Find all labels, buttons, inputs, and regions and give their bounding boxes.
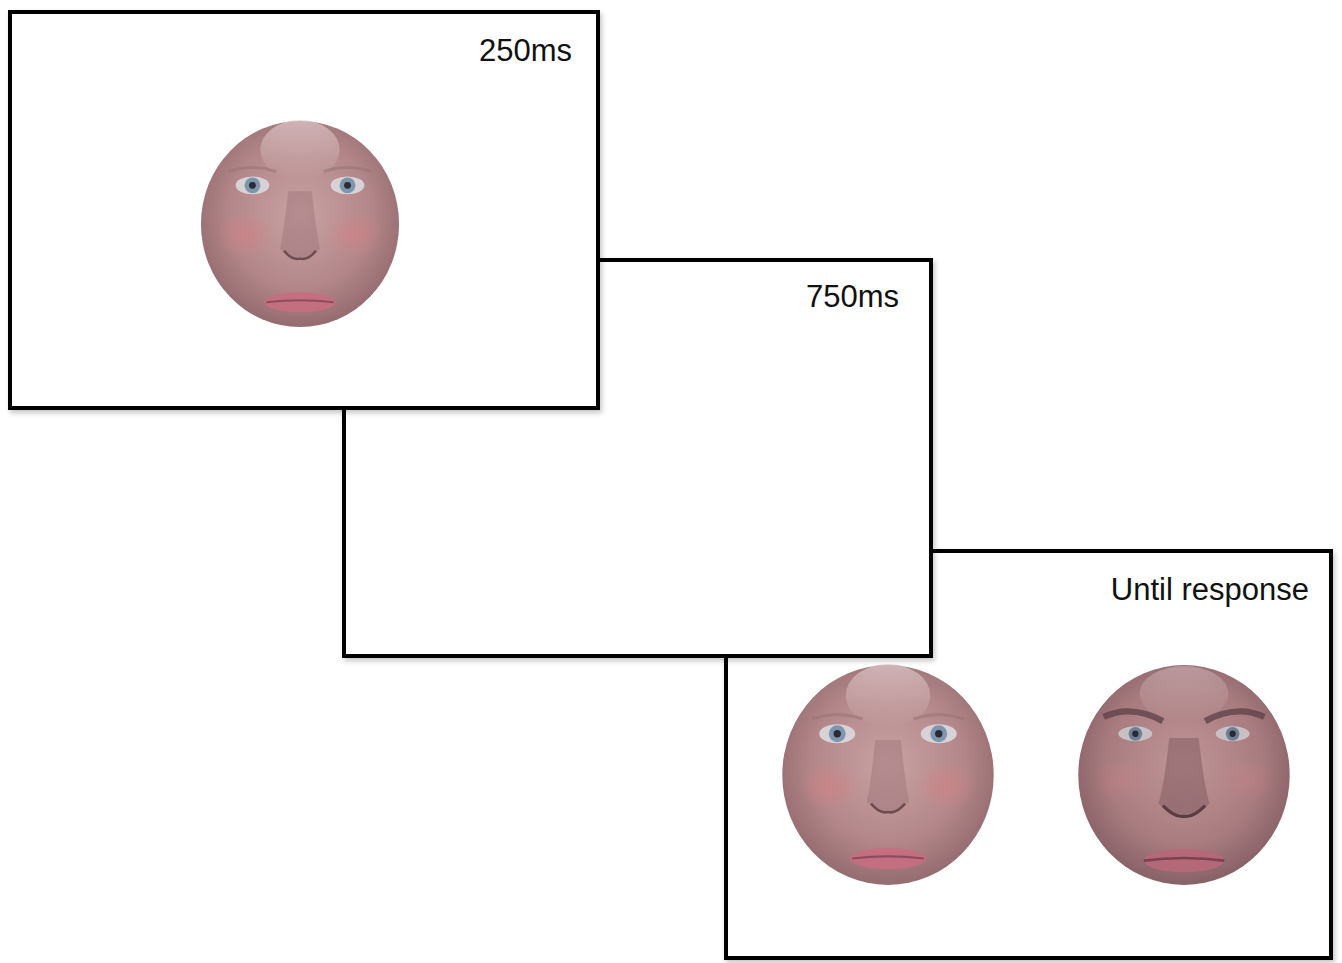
face-illustration	[1078, 664, 1290, 886]
face-illustration	[198, 120, 402, 328]
face-illustration	[780, 664, 996, 886]
timing-label: Until response	[1111, 573, 1309, 607]
screen-frame: 250ms	[8, 10, 600, 410]
timing-label: 250ms	[479, 34, 572, 68]
timing-label: 750ms	[806, 280, 899, 314]
